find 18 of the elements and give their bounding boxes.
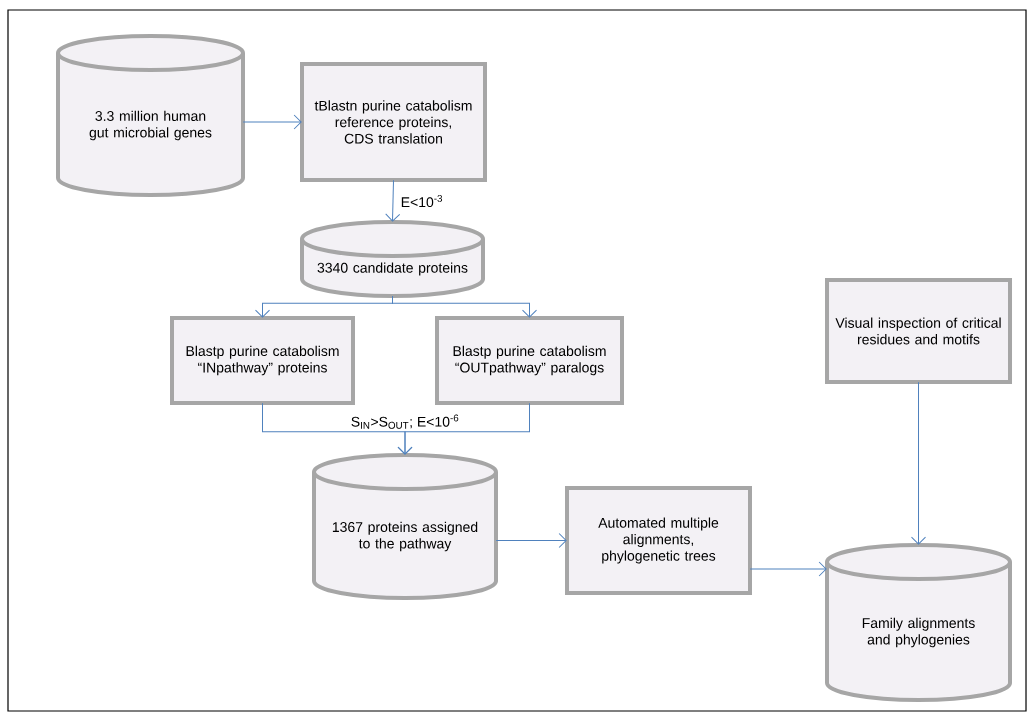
edge-label: E<10$^{-3}$ — [399, 193, 444, 209]
process-box: tBlastn purine catabolism reference proteins, CDS translation — [300, 62, 487, 182]
process-box: Visual inspection of critical residues and motifs — [825, 278, 1012, 384]
database-cylinder: 3340 candidate proteins — [300, 220, 485, 298]
database-cylinder: 3.3 million human gut microbial genes — [56, 34, 245, 197]
edge-label: S$_{IN}$>S$_{OUT}$; E<10$^{-6}$ — [349, 413, 461, 430]
process-box: Blastp purine catabolism “INpathway” proteins — [170, 316, 355, 405]
arrow — [911, 381, 926, 545]
database-cylinder: 1367 proteins assigned to the pathway — [312, 453, 498, 600]
arrow — [397, 402, 530, 455]
database-cylinder: Family alignments and phylogenies — [825, 543, 1012, 702]
arrow — [392, 295, 537, 318]
arrow — [385, 179, 401, 222]
arrow — [242, 114, 302, 130]
arrow — [495, 533, 567, 548]
process-box: Automated multiple alignments, phylogenetic trees — [565, 486, 752, 595]
process-box: Blastp purine catabolism “OUTpathway” paralogs — [435, 316, 624, 405]
arrow — [749, 561, 827, 577]
